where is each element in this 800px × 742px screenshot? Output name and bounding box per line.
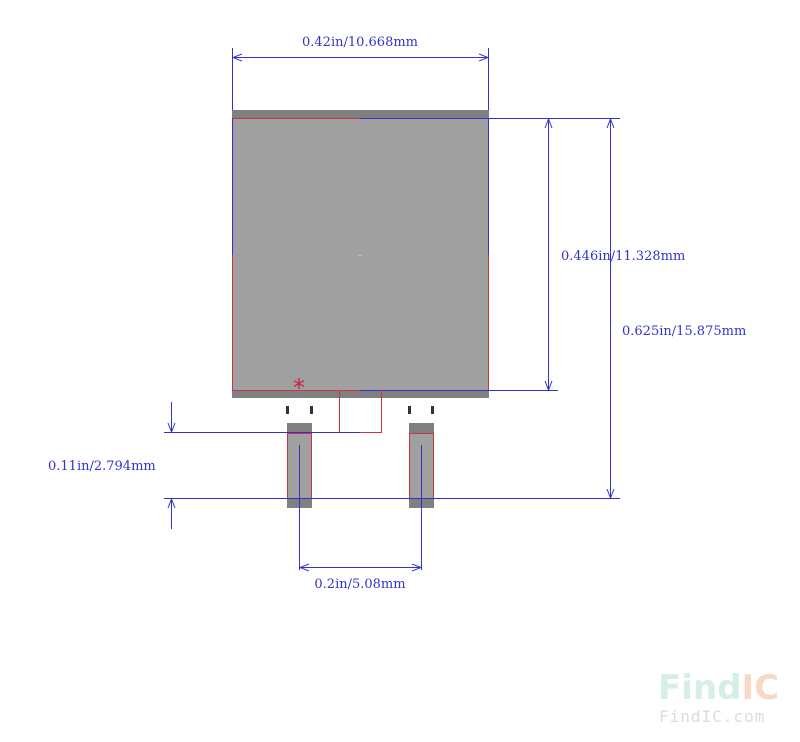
center-tab-outline <box>339 390 382 433</box>
lead-2-pin-left <box>408 406 411 414</box>
label-body-height: 0.446in/11.328mm <box>561 249 685 264</box>
watermark-logo-ic: IC <box>741 668 779 708</box>
findic-watermark: FindIC FindIC.com <box>658 668 779 726</box>
dimension-pad-length <box>164 402 360 529</box>
lead-1-pin-left <box>286 406 289 414</box>
pad-1-cap-top <box>287 423 312 433</box>
dimension-body-height <box>489 118 558 391</box>
package-body: + <box>232 110 489 398</box>
label-pad-length: 0.11in/2.794mm <box>48 459 156 474</box>
lead-1 <box>286 406 313 570</box>
label-body-width: 0.42in/10.668mm <box>302 35 418 50</box>
label-total-height: 0.625in/15.875mm <box>622 324 746 339</box>
body-fill <box>232 110 489 398</box>
lead-2-pin-right <box>431 406 434 414</box>
watermark-logo: FindIC <box>658 668 779 708</box>
watermark-url: FindIC.com <box>659 707 765 726</box>
pin1-marker: * <box>293 374 305 402</box>
body-top-band <box>232 110 489 118</box>
center-mark: + <box>357 253 362 260</box>
dimension-body-width <box>232 48 489 110</box>
lead-2 <box>408 406 434 570</box>
label-pad-pitch: 0.2in/5.08mm <box>314 577 405 592</box>
body-bottom-band <box>232 390 489 398</box>
pad-2-cap-top <box>409 423 434 433</box>
dimension-total-height <box>164 118 620 499</box>
watermark-logo-find: Find <box>658 668 741 708</box>
lead-1-pin-right <box>310 406 313 414</box>
